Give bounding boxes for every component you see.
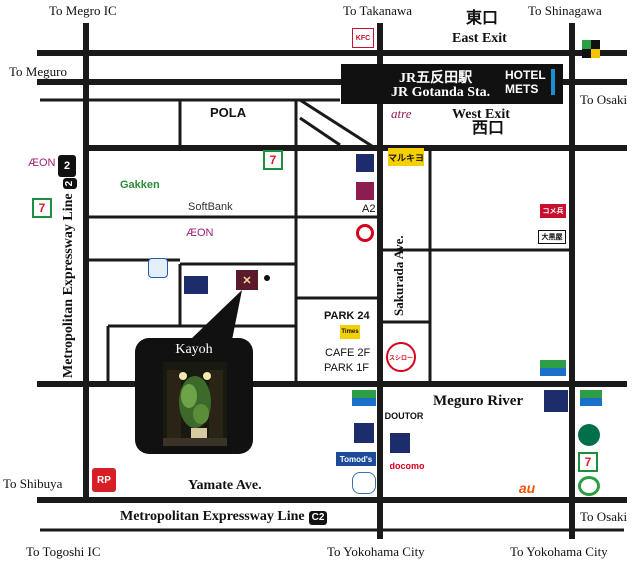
- bank-icon: [148, 258, 168, 278]
- label-to-meguro: To Meguro: [9, 64, 67, 79]
- starbucks-icon: [578, 424, 600, 446]
- marukyo-icon: マルキヨ: [388, 148, 424, 166]
- cafe-2f-label: CAFE 2F: [325, 347, 371, 359]
- kayoh-callout: Kayoh: [135, 338, 253, 454]
- label-to-osaki-bottom: To Osaki: [580, 509, 628, 524]
- green-blue-bank-icon-1: [540, 360, 566, 376]
- label-to-yokohama-city-1: To Yokohama City: [327, 544, 425, 559]
- navy-store-icon: [184, 276, 208, 294]
- gakken-label: Gakken: [120, 179, 160, 191]
- checker-store-icon: [582, 40, 600, 58]
- jr-gotanda-station: JR五反田駅 JR Gotanda Sta. HOTEL METS: [341, 64, 563, 104]
- green-blue-bank-icon-3: [580, 390, 602, 406]
- komehyo-icon: コメ兵: [540, 204, 566, 218]
- hotel-mets-sign: HOTEL METS: [505, 68, 549, 96]
- doutor-icon: DOUTOR: [384, 410, 424, 422]
- wine-store-icon: [356, 182, 374, 200]
- tsutaya-icon-1: [354, 423, 374, 443]
- au-icon: au: [518, 480, 536, 496]
- accident-center-icon: [352, 472, 376, 494]
- docomo-icon: docomo: [389, 460, 425, 472]
- entrance-photo-art: [163, 362, 227, 446]
- label-to-togoshi-ic: To Togoshi IC: [26, 544, 101, 559]
- station-name-en: JR Gotanda Sta.: [391, 85, 491, 100]
- tsutaya-icon-2: [390, 433, 410, 453]
- metropolitan-vertical-text: Metropolitan Expressway Line: [61, 193, 76, 378]
- east-exit-jp: 東口: [466, 10, 499, 27]
- west-exit-jp: 西口: [472, 120, 505, 137]
- label-to-shinagawa: To Shinagawa: [528, 3, 602, 18]
- seven-eleven-icon-center: 7: [263, 150, 283, 170]
- kayoh-location-dot-icon: [264, 275, 270, 281]
- label-to-takanawa: To Takanawa: [343, 3, 413, 18]
- pola-label: POLA: [210, 105, 247, 120]
- exit-a2-label: A2: [362, 203, 376, 215]
- route-2-shield-icon: 2: [58, 155, 76, 177]
- kfc-icon: KFC: [352, 28, 374, 48]
- hotel-line1: HOTEL: [505, 68, 546, 82]
- kayoh-name: Kayoh: [175, 342, 213, 357]
- route-2-badge: 2: [63, 177, 77, 190]
- yamate-ave-label: Yamate Ave.: [188, 478, 262, 493]
- times-parking-icon: Times: [340, 325, 360, 339]
- navy-bank-icon-river: [544, 390, 568, 412]
- aeon-center-label: ÆON: [186, 227, 214, 239]
- seven-eleven-icon-right: 7: [578, 452, 598, 472]
- green-blue-bank-icon-2: [352, 390, 376, 406]
- kayoh-entrance-photo: [163, 362, 227, 446]
- hotel-accent-bar: [551, 69, 555, 95]
- label-to-osaki-top: To Osaki: [580, 92, 628, 107]
- label-to-megro-ic: To Megro IC: [49, 3, 117, 18]
- atre-label: atre: [391, 106, 412, 121]
- west-exit-en: West Exit: [452, 107, 510, 122]
- label-to-yokohama-city-2: To Yokohama City: [510, 544, 608, 559]
- park-1f-label: PARK 1F: [324, 362, 370, 374]
- tomods-icon: Tomod's: [336, 452, 376, 466]
- station-name-jp: JR五反田駅: [399, 71, 473, 86]
- blue-bank-icon: [356, 154, 374, 172]
- sakurada-ave-label: Sakurada Ave.: [391, 235, 406, 316]
- softbank-label: SoftBank: [188, 201, 233, 213]
- metropolitan-bottom-text: Metropolitan Expressway Line: [120, 509, 305, 524]
- callout-pointer: [190, 290, 242, 340]
- red-ring-bank-icon: [356, 224, 374, 242]
- daikokuya-icon: 大黒屋: [538, 230, 566, 244]
- east-exit-en: East Exit: [452, 31, 507, 46]
- seven-eleven-icon-left: 7: [32, 198, 52, 218]
- green-ring-bank-icon: [578, 476, 600, 496]
- park24-label: PARK 24: [324, 310, 370, 322]
- aeon-left-label: ÆON: [28, 157, 56, 169]
- route-c2-badge: C2: [308, 511, 328, 525]
- hotel-line2: METS: [505, 82, 539, 96]
- sushiro-icon: スシロー: [386, 342, 416, 372]
- rp-store-icon: RP: [92, 468, 116, 492]
- kayoh-logo-icon: ✕: [236, 270, 258, 290]
- label-to-shibuya: To Shibuya: [3, 476, 63, 491]
- metropolitan-expressway-vertical-label: Metropolitan Expressway Line 2: [61, 177, 77, 378]
- meguro-river-label: Meguro River: [433, 393, 524, 409]
